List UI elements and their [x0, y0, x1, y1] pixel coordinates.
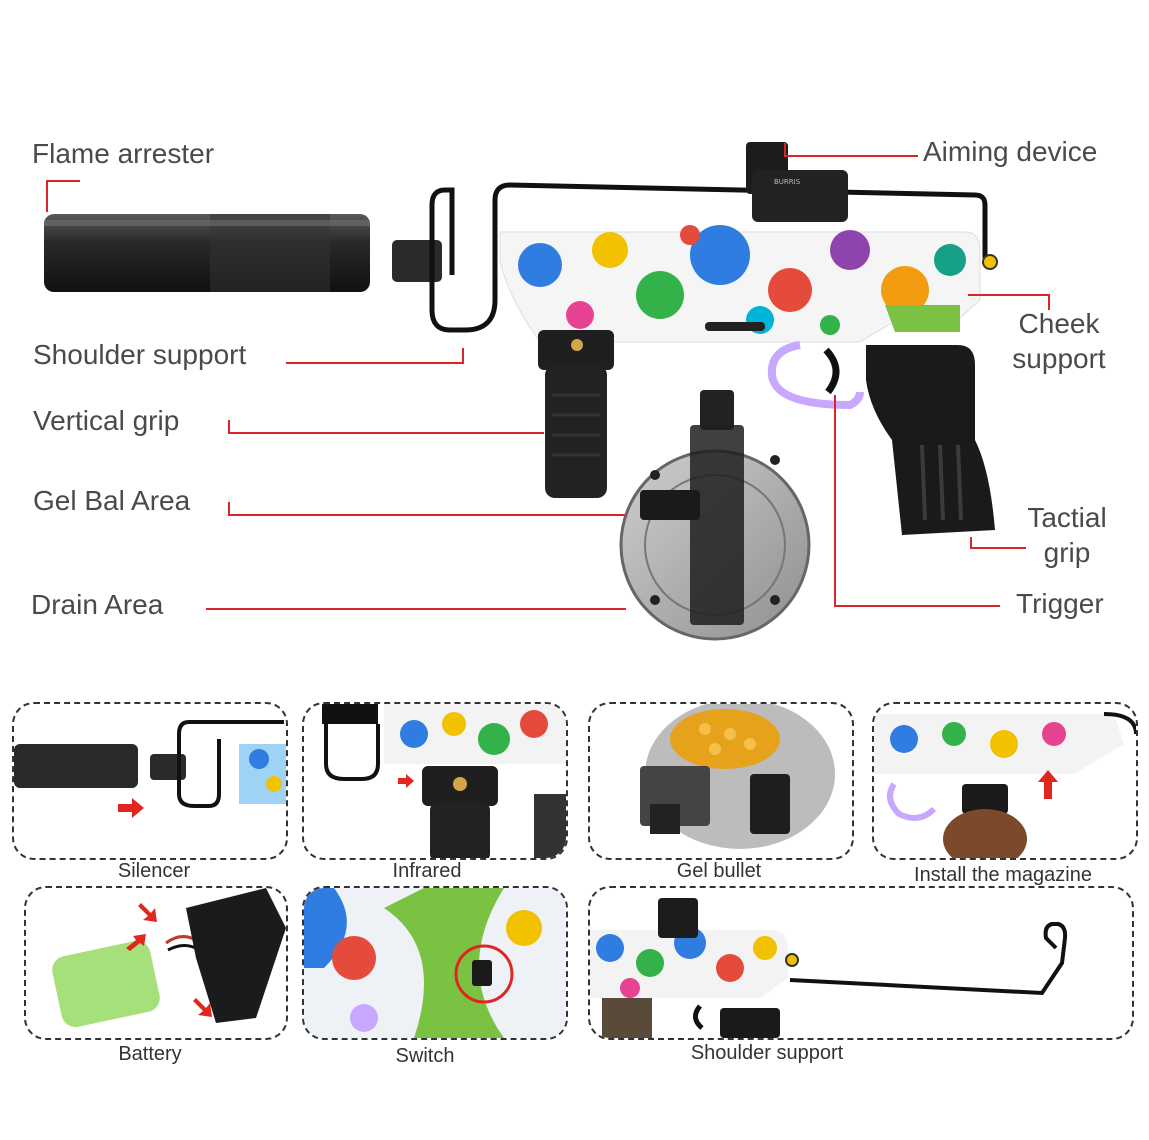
gel-bullet-photo: [640, 704, 835, 849]
install-magazine-photo: [874, 712, 1136, 858]
leader-trigger: [834, 395, 1000, 607]
leader-aiming-device: [784, 143, 918, 157]
grip-grooves: [920, 444, 963, 521]
caption-silencer: Silencer: [117, 860, 191, 882]
label-vertical-grip: Vertical grip: [33, 405, 180, 436]
vertical-grip-part: [538, 330, 614, 498]
label-tactical-grip-line2: grip: [1043, 537, 1091, 568]
scope-brand-text: BURRIS: [774, 178, 801, 186]
trigger-part: [767, 341, 864, 410]
label-tactical-grip-line1: Tactial: [1027, 502, 1107, 533]
caption-battery: Battery: [118, 1043, 182, 1065]
caption-shoulder-support: Shoulder support: [690, 1042, 844, 1064]
label-gel-ball-area: Gel Bal Area: [33, 485, 191, 516]
infrared-photo: [322, 704, 566, 858]
label-shoulder-support: Shoulder support: [33, 339, 247, 370]
label-trigger: Trigger: [1016, 588, 1104, 619]
panel-install-magazine: [872, 702, 1138, 860]
leader-cheek-support: [968, 294, 1050, 310]
panel-infrared: [302, 702, 568, 860]
panel-battery: [24, 886, 288, 1040]
flame-arrester-part: [44, 214, 370, 292]
aiming-device-part: BURRIS: [746, 142, 848, 222]
tactical-grip-part: [866, 345, 995, 535]
panel-switch: [302, 886, 568, 1040]
shoulder-support-photo: [590, 898, 1068, 1038]
caption-switch: Switch: [395, 1045, 455, 1067]
silencer-photo: [14, 720, 286, 818]
label-cheek-support: Cheek support: [1004, 306, 1114, 376]
leader-drain-area: [206, 608, 626, 610]
label-aiming-device: Aiming device: [923, 136, 1098, 167]
receiver-body: [499, 225, 998, 343]
caption-install-magazine: Install the magazine: [914, 864, 1092, 886]
leader-gel-ball-area: [228, 502, 625, 516]
panel-silencer: [12, 702, 288, 860]
label-cheek-support-line2: support: [1012, 343, 1106, 374]
label-drain-area: Drain Area: [31, 589, 164, 620]
battery-photo: [52, 888, 286, 1028]
panel-gel-bullet: [588, 702, 854, 860]
leader-vertical-grip: [228, 420, 544, 434]
label-flame-arrester: Flame arrester: [32, 138, 215, 169]
panel-shoulder-support: [588, 886, 1134, 1040]
leader-flame-arrester: [46, 180, 80, 212]
label-cheek-support-line1: Cheek: [1018, 308, 1100, 339]
label-tactical-grip: Tactial grip: [1014, 500, 1120, 570]
drum-magazine-part: [619, 390, 811, 641]
caption-gel-bullet: Gel bullet: [676, 860, 762, 882]
switch-photo: [304, 888, 566, 1038]
gel-blaster-illustration: BURRIS: [44, 142, 998, 641]
shoulder-support-wire: [429, 182, 988, 333]
caption-infrared: Infrared: [392, 860, 462, 882]
leader-shoulder-support: [286, 348, 464, 364]
leader-tactical-grip: [970, 537, 1026, 549]
